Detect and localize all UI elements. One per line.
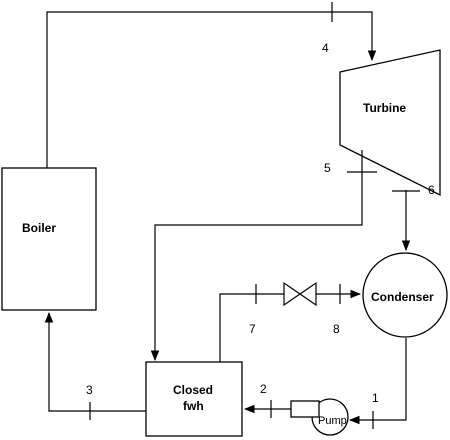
- boiler-label: Boiler: [22, 221, 56, 235]
- pipe-extraction-to-fwh: [150, 150, 363, 362]
- fwh-label-line1: Closed: [173, 383, 213, 397]
- closed-fwh-box: [145, 361, 243, 437]
- pump-inlet-block: [290, 400, 320, 418]
- state-label-5: 5: [324, 161, 331, 175]
- turbine-shape: [339, 49, 441, 197]
- state-label-2: 2: [260, 382, 267, 396]
- pump-label: Pump: [318, 415, 347, 427]
- state-label-6: 6: [428, 183, 435, 197]
- state-label-7: 7: [249, 322, 256, 336]
- condenser-label: Condenser: [371, 290, 434, 304]
- fwh-label-line2: fwh: [183, 399, 204, 413]
- throttle-valve: [283, 281, 317, 307]
- pipe-fwh-to-boiler: [44, 311, 146, 412]
- turbine-label: Turbine: [363, 101, 406, 115]
- boiler-box: [1, 167, 97, 311]
- pipe-condenser-to-pump: [348, 338, 407, 425]
- state-label-1: 1: [372, 391, 379, 405]
- state-label-8: 8: [333, 322, 340, 336]
- state-label-3: 3: [86, 383, 93, 397]
- state-label-4: 4: [322, 41, 329, 55]
- condenser-circle: [362, 252, 448, 338]
- pipe-fwh-drain: [219, 293, 284, 362]
- pipe-boiler-to-turbine: [46, 11, 377, 168]
